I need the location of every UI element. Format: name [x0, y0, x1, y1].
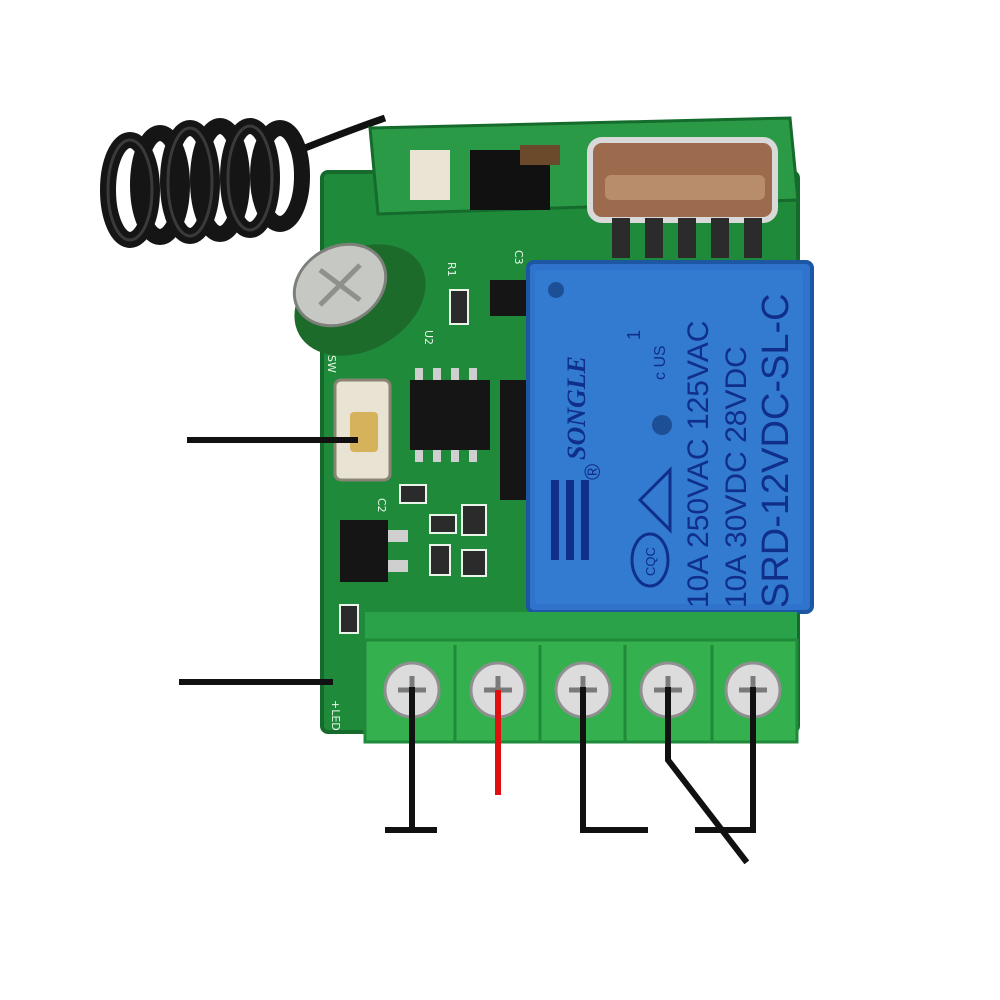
header-pins: [612, 218, 762, 258]
relay-brand: SONGLE: [562, 356, 591, 460]
relay: 10A 250VAC 125VAC 10A 30VDC 28VDC SRD-12…: [526, 260, 814, 614]
no-wire: [665, 687, 750, 865]
nc-wire: [695, 687, 756, 833]
ic-chip-u2: [410, 380, 490, 450]
warning-triangle-icon: [637, 466, 672, 534]
transistor: [490, 280, 526, 316]
relay-model: SRD-12VDC-SL-C: [755, 293, 797, 608]
c3-label: C3: [512, 250, 525, 265]
r1-label: R1: [445, 262, 458, 277]
c2-label: C2: [375, 498, 388, 513]
relay-ul-marks: c US: [652, 345, 669, 380]
u2-label: U2: [422, 330, 435, 345]
antenna-coil: [100, 114, 387, 248]
led-label: +LED: [329, 700, 342, 731]
relay-rating-line-2: 10A 30VDC 28VDC: [720, 346, 753, 608]
terminal-screws: [383, 661, 782, 719]
annotation-lines: [179, 437, 756, 865]
relay-rating-line-1: 10A 250VAC 125VAC: [682, 321, 715, 608]
common-wire: [580, 687, 648, 833]
cqc-mark: CQC: [643, 547, 658, 576]
rf-receiver-board: [368, 116, 800, 223]
voltage-regulator: [340, 520, 388, 582]
registered-mark: ®: [580, 464, 605, 480]
learn-button: [333, 378, 392, 482]
smd-components: [339, 289, 487, 634]
electrolytic-capacitor: [292, 242, 426, 356]
sw-label: SW: [325, 355, 338, 373]
songle-logo-icon: [551, 480, 589, 560]
relay-ul-number: 1: [624, 330, 644, 340]
ground-wire: [385, 687, 437, 833]
